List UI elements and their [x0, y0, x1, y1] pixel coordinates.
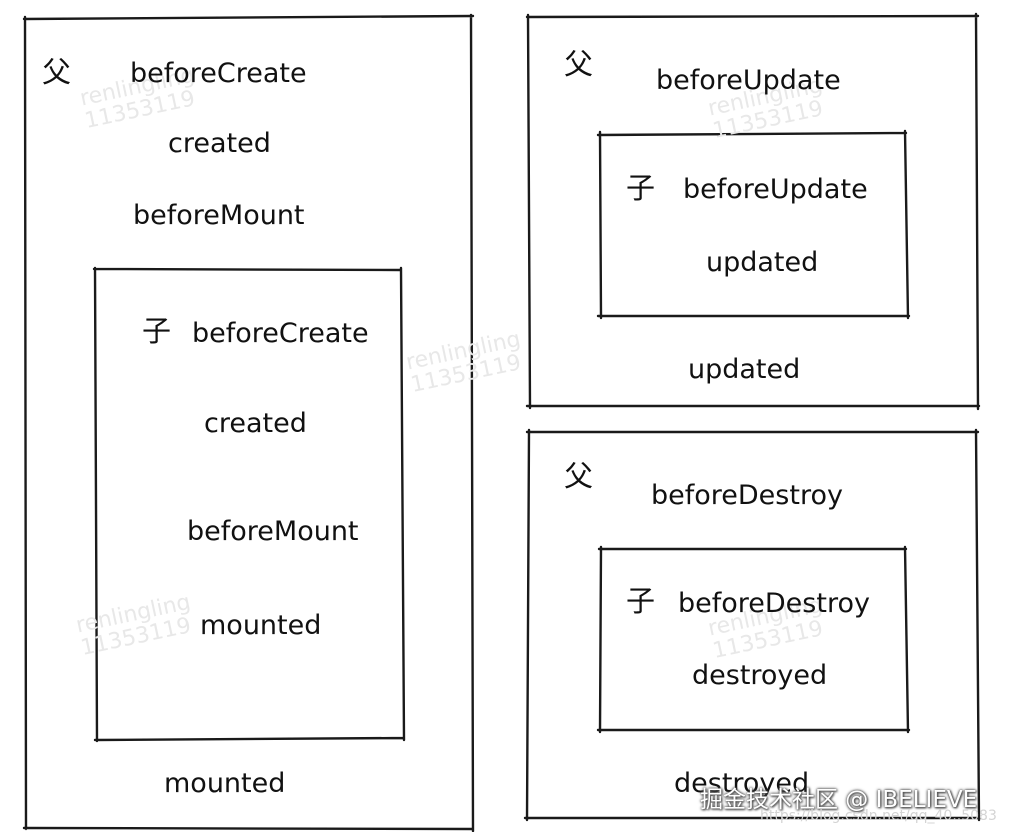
child-hook-before-destroy: beforeDestroy	[678, 588, 870, 619]
update-parent-box	[525, 12, 981, 411]
parent-hook-before-update: beforeUpdate	[656, 65, 841, 96]
child-marker: 子	[626, 584, 656, 618]
parent-marker: 父	[42, 55, 72, 89]
parent-hook-before-destroy: beforeDestroy	[651, 480, 843, 511]
child-hook-before-create: beforeCreate	[192, 318, 369, 349]
parent-marker: 父	[564, 47, 594, 81]
child-hook-mounted: mounted	[200, 610, 322, 641]
destroy-child-box	[596, 545, 911, 734]
child-marker: 子	[142, 314, 172, 348]
child-hook-destroyed: destroyed	[692, 660, 828, 691]
parent-marker: 父	[564, 459, 594, 493]
update-child-box	[596, 129, 911, 320]
parent-hook-updated: updated	[688, 354, 801, 385]
url-watermark: https://blog.csdn.net/qq_40..5083	[760, 808, 997, 824]
mount-child-box	[92, 266, 406, 743]
destroy-parent-box	[523, 428, 982, 822]
mount-parent-box	[22, 13, 475, 832]
parent-hook-before-mount: beforeMount	[133, 200, 305, 231]
child-hook-updated: updated	[706, 247, 819, 278]
parent-hook-mounted: mounted	[164, 768, 286, 799]
child-marker: 子	[626, 171, 656, 205]
parent-hook-created: created	[168, 128, 271, 159]
parent-hook-before-create: beforeCreate	[130, 58, 307, 89]
site-credit-watermark: 掘金技术社区 @ IBELIEVE	[700, 787, 978, 813]
child-hook-created: created	[204, 408, 307, 439]
parent-hook-destroyed: destroyed	[674, 768, 810, 799]
child-hook-before-update: beforeUpdate	[683, 174, 868, 205]
child-hook-before-mount: beforeMount	[187, 516, 359, 547]
